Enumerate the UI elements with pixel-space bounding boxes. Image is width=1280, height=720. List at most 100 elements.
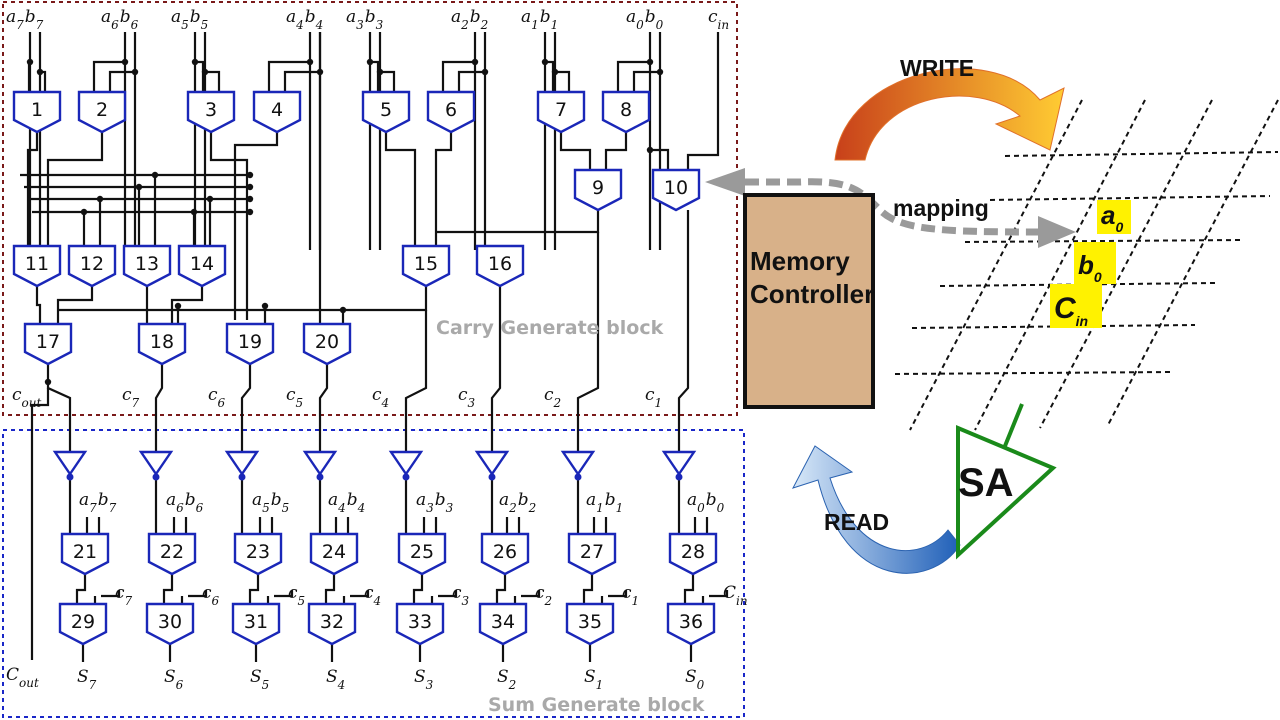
gate-22-label: 22 bbox=[160, 541, 184, 563]
sum-carry-label-3: c4 bbox=[364, 583, 381, 608]
sum-carry-label-1: c6 bbox=[202, 583, 220, 608]
sense-amplifier bbox=[956, 403, 1057, 560]
gate-36 bbox=[666, 602, 716, 646]
gate-8-label: 8 bbox=[620, 99, 632, 121]
gate-20 bbox=[302, 322, 352, 366]
mapped-cell-bg-2 bbox=[1050, 284, 1102, 328]
gate-13 bbox=[122, 244, 172, 288]
carry-output-5: c3 bbox=[458, 385, 476, 410]
memory-array-grid bbox=[894, 99, 1279, 431]
buffer-5 bbox=[474, 450, 510, 477]
sum-output-6: S1 bbox=[584, 667, 603, 692]
write-arrow bbox=[834, 68, 1065, 161]
buffer-0 bbox=[52, 450, 88, 477]
gate-21 bbox=[60, 532, 110, 576]
buffer-7 bbox=[661, 450, 697, 477]
mapping-arrows bbox=[705, 168, 1076, 248]
mapped-cell-bg-1 bbox=[1074, 242, 1116, 284]
gate-29 bbox=[58, 602, 108, 646]
buffer-2 bbox=[224, 450, 260, 477]
buffer-1 bbox=[138, 450, 174, 477]
gate-34 bbox=[478, 602, 528, 646]
gate-19-label: 19 bbox=[238, 331, 262, 353]
gate-26 bbox=[480, 532, 530, 576]
gate-1-label: 1 bbox=[31, 99, 43, 121]
sum-output-0: S7 bbox=[77, 667, 97, 692]
gate-16-label: 16 bbox=[488, 253, 512, 275]
gate-27 bbox=[567, 532, 617, 576]
gate-3-label: 3 bbox=[205, 99, 217, 121]
gate-35-label: 35 bbox=[578, 611, 602, 633]
sum-carry-label-4: c3 bbox=[452, 583, 470, 608]
circuit-wires bbox=[20, 32, 729, 662]
buffer-4 bbox=[388, 450, 424, 477]
sum-output-2: S5 bbox=[250, 667, 269, 692]
gate-14-label: 14 bbox=[190, 253, 214, 275]
sum-carry-label-6: c1 bbox=[622, 583, 639, 608]
sum-input-pair-7: a7b7 bbox=[79, 490, 117, 515]
gate-26-label: 26 bbox=[493, 541, 517, 563]
sum-output-3: S4 bbox=[326, 667, 345, 692]
write-label: WRITE bbox=[900, 55, 974, 81]
buffer-6 bbox=[560, 450, 596, 477]
mapping-label: mapping bbox=[893, 195, 989, 221]
gate-32-label: 32 bbox=[320, 611, 344, 633]
gate-34-label: 34 bbox=[491, 611, 515, 633]
gate-25 bbox=[397, 532, 447, 576]
top-input-pair-5: a5b5 bbox=[171, 7, 208, 32]
carry-output-0: cout bbox=[12, 385, 41, 410]
sense-amp-label: SA bbox=[958, 461, 1014, 505]
gate-15-label: 15 bbox=[414, 253, 438, 275]
read-arrow bbox=[791, 445, 961, 574]
gate-9-label: 9 bbox=[592, 177, 604, 199]
sum-input-pair-2: a2b2 bbox=[499, 490, 536, 515]
carry-output-1: c7 bbox=[122, 385, 140, 410]
gate-31 bbox=[231, 602, 281, 646]
top-input-cin: cin bbox=[708, 7, 729, 32]
gate-32 bbox=[307, 602, 357, 646]
gate-12-label: 12 bbox=[80, 253, 104, 275]
mapped-cell-0: a0 bbox=[1101, 200, 1123, 235]
gate-4-label: 4 bbox=[271, 99, 283, 121]
top-input-pair-7: a7b7 bbox=[6, 7, 44, 32]
sum-output-5: S2 bbox=[497, 667, 516, 692]
top-input-pair-1: a1b1 bbox=[521, 7, 558, 32]
carry-output-3: c5 bbox=[286, 385, 303, 410]
top-input-pair-0: a0b0 bbox=[626, 7, 664, 32]
gate-15 bbox=[401, 244, 451, 288]
gate-18-label: 18 bbox=[150, 331, 174, 353]
gate-19 bbox=[225, 322, 275, 366]
gate-8 bbox=[601, 90, 651, 134]
gate-6 bbox=[426, 90, 476, 134]
gate-24-label: 24 bbox=[322, 541, 346, 563]
gate-4 bbox=[252, 90, 302, 134]
gate-29-label: 29 bbox=[71, 611, 95, 633]
gate-20-label: 20 bbox=[315, 331, 339, 353]
sum-input-pair-3: a3b3 bbox=[416, 490, 454, 515]
sum-generate-block-border bbox=[2, 429, 745, 718]
mapped-cell-2: Cin bbox=[1054, 292, 1088, 329]
sum-input-pair-1: a1b1 bbox=[586, 490, 623, 515]
carry-output-2: c6 bbox=[208, 385, 226, 410]
gate-6-label: 6 bbox=[445, 99, 457, 121]
gate-17 bbox=[23, 322, 73, 366]
memory-controller-line2: Controller bbox=[750, 279, 874, 309]
sum-carry-label-0: c7 bbox=[115, 583, 133, 608]
gate-10-label: 10 bbox=[664, 177, 688, 199]
gate-16 bbox=[475, 244, 525, 288]
mapped-cell-1: b0 bbox=[1078, 250, 1102, 285]
gate-2 bbox=[77, 90, 127, 134]
sum-carry-label-5: c2 bbox=[535, 583, 552, 608]
top-input-pair-4: a4b4 bbox=[286, 7, 323, 32]
read-label: READ bbox=[824, 509, 889, 535]
gate-9 bbox=[573, 168, 623, 212]
top-input-pair-2: a2b2 bbox=[451, 7, 488, 32]
gate-23-label: 23 bbox=[246, 541, 270, 563]
gate-1 bbox=[12, 90, 62, 134]
gate-5-label: 5 bbox=[380, 99, 392, 121]
gate-35 bbox=[565, 602, 615, 646]
sum-input-pair-0: a0b0 bbox=[687, 490, 725, 515]
sum-output-1: S6 bbox=[164, 667, 184, 692]
